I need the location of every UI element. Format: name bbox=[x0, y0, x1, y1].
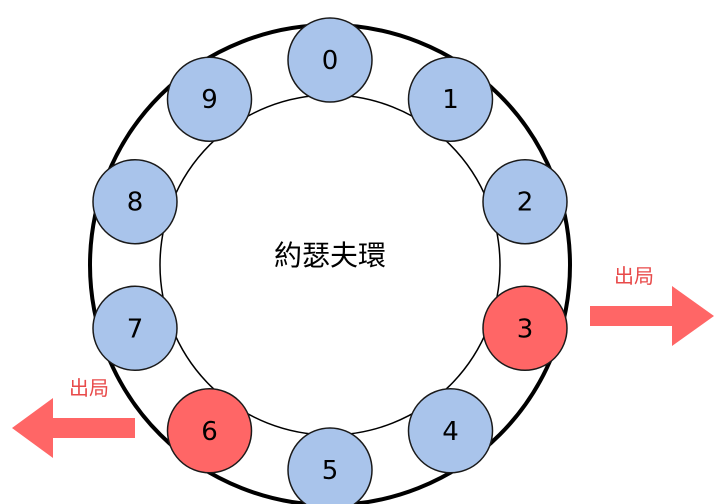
ring-node-3: 3 bbox=[482, 285, 568, 372]
node-label: 5 bbox=[322, 456, 339, 486]
node-circle bbox=[482, 285, 568, 372]
node-label: 1 bbox=[442, 85, 459, 115]
node-label: 9 bbox=[201, 85, 218, 115]
ring-node-1: 1 bbox=[407, 56, 494, 142]
node-circle bbox=[92, 285, 178, 372]
ring-node-9: 9 bbox=[166, 56, 253, 142]
node-circle bbox=[166, 388, 253, 474]
node-label: 3 bbox=[517, 314, 534, 344]
ring-node-2: 2 bbox=[482, 158, 568, 245]
center-title: 約瑟夫環 bbox=[274, 239, 386, 272]
node-label: 7 bbox=[127, 314, 144, 344]
node-circle bbox=[407, 56, 494, 142]
node-label: 4 bbox=[442, 417, 459, 447]
exit-arrow-right: 出局 bbox=[590, 264, 714, 346]
nodes-layer: 0 1 2 3 4 5 6 7 8 9 bbox=[92, 17, 568, 504]
ring-node-8: 8 bbox=[92, 158, 178, 245]
node-circle bbox=[92, 158, 178, 245]
node-label: 2 bbox=[517, 188, 534, 218]
ring-node-4: 4 bbox=[407, 388, 494, 474]
node-circle bbox=[166, 56, 253, 142]
ring-node-5: 5 bbox=[287, 427, 373, 504]
ring-node-7: 7 bbox=[92, 285, 178, 372]
exit-label-left: 出局 bbox=[69, 376, 109, 400]
ring-node-0: 0 bbox=[287, 17, 373, 103]
arrow-left-shape bbox=[12, 398, 135, 458]
ring-node-6: 6 bbox=[166, 388, 253, 474]
exit-arrow-left: 出局 bbox=[12, 376, 135, 458]
node-circle bbox=[287, 17, 373, 103]
node-label: 6 bbox=[201, 417, 218, 447]
exit-label-right: 出局 bbox=[614, 264, 654, 288]
node-circle bbox=[407, 388, 494, 474]
node-label: 0 bbox=[322, 46, 339, 76]
arrow-right-shape bbox=[590, 286, 714, 346]
node-circle bbox=[482, 158, 568, 245]
node-label: 8 bbox=[127, 188, 144, 218]
node-circle bbox=[287, 427, 373, 504]
